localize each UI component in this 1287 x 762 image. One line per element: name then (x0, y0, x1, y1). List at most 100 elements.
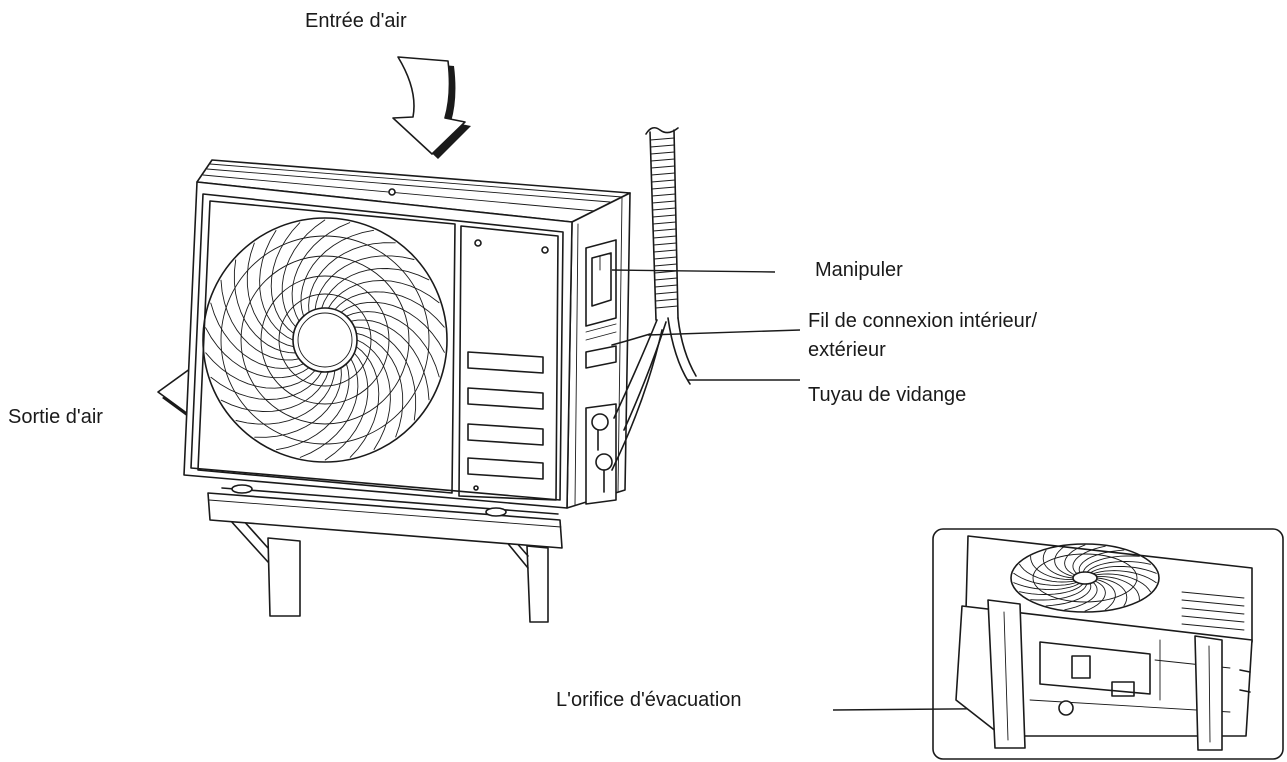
inset-fan (1010, 543, 1160, 613)
label-air-outlet: Sortie d'air (8, 406, 103, 428)
inset-fan-spiral (1013, 572, 1078, 586)
pipe-corrugation (654, 284, 678, 288)
inset-fan-spiral (1096, 575, 1140, 601)
panel-screw (473, 485, 479, 491)
service-valve (591, 413, 609, 431)
inset-fan-spiral (1096, 577, 1128, 607)
pipe-corrugation (650, 151, 675, 155)
inset-fan-hub (1072, 571, 1098, 585)
panel-screw (474, 239, 482, 247)
fan-grille (202, 217, 448, 463)
pipe-corrugation (652, 214, 677, 218)
inset-fan-spiral (1089, 565, 1157, 574)
label-connection-wire-line2: extérieur (808, 339, 886, 361)
inset-fan-spiral (1045, 582, 1092, 607)
fan-grille-spiral (281, 219, 326, 328)
inset-left-foot (987, 599, 1026, 749)
drain-hole (1058, 700, 1074, 716)
fan-grille-spiral (254, 367, 342, 438)
pipe-corrugation (654, 298, 679, 302)
handle-detail (585, 255, 617, 341)
fan-grille-spiral (356, 339, 391, 450)
panel-screw (541, 246, 549, 254)
inset-fan-spiral (1064, 581, 1098, 611)
vent-slot (467, 351, 544, 374)
label-drain-hose: Tuyau de vidange (808, 384, 967, 406)
label-drain-hole: L'orifice d'évacuation (556, 689, 742, 711)
inset-underside-view (932, 528, 1284, 760)
fan-grille-spiral (300, 229, 375, 317)
fan-grille-spiral (314, 255, 415, 311)
pipe-corrugation (654, 277, 678, 281)
pipe-corrugation (650, 144, 675, 148)
fan-grille-spiral (233, 259, 297, 354)
fan-grille-spiral (259, 230, 294, 341)
inset-fan-spiral (1064, 544, 1086, 576)
inset-fan-spiral (1082, 555, 1140, 573)
inset-fan-ring (1010, 543, 1160, 613)
fan-grille-spiral (235, 369, 336, 425)
pipe-right-edge (673, 129, 679, 319)
unit-top-screw (388, 188, 396, 196)
fan-grille-spiral (220, 279, 300, 361)
drain-hose-edge (677, 317, 697, 377)
fan-section-frame (197, 200, 456, 494)
fan-grille-spiral (246, 242, 295, 348)
bracket-right-leg (526, 545, 549, 623)
fan-grille-spiral (349, 346, 380, 458)
inset-fan-spiral (1078, 549, 1125, 574)
inset-fan-spiral (1042, 549, 1074, 579)
fan-grille-outer-ring (202, 217, 448, 463)
fan-grille-spiral (299, 358, 359, 458)
handle-cover (585, 239, 617, 327)
fan-grille-spiral (355, 332, 404, 438)
inset-right-foot (1194, 635, 1223, 751)
pipe-corrugation (653, 263, 678, 267)
fan-grille-spiral (210, 302, 305, 369)
fan-grille-spiral (205, 352, 316, 389)
service-valve (595, 453, 613, 471)
inset-frame (932, 528, 1284, 760)
inset-fan-spiral (1072, 545, 1106, 575)
vent-slot (467, 457, 544, 480)
inset-side-fittings (1239, 669, 1251, 693)
inset-fan-spiral (1030, 555, 1074, 581)
leader-line-connection-wire (647, 329, 801, 336)
inset-fan-spiral (1092, 570, 1157, 584)
fan-grille-spiral (270, 222, 301, 334)
fan-grille-spiral (324, 352, 369, 461)
fan-grille-spiral (350, 319, 430, 401)
label-air-inlet: Entrée d'air (305, 10, 407, 32)
pipe-corrugation (651, 193, 676, 197)
pipe-top-cut (645, 126, 679, 135)
pipe-corrugation (651, 179, 676, 183)
inset-fan-spiral (1030, 583, 1088, 601)
leader-line-handle (611, 269, 776, 273)
inset-fan-spiral (1084, 580, 1106, 612)
pipe-corrugation (652, 207, 677, 211)
pipe-corrugation (650, 158, 676, 162)
inset-fan-ring (1032, 553, 1138, 603)
fan-grille-ring (278, 293, 372, 387)
inset-base-plate (955, 605, 1253, 737)
fan-hub-inner (297, 312, 353, 368)
refrigerant-pipe (623, 321, 667, 431)
fan-grille-spiral (353, 326, 417, 421)
inset-left-foot-slot (1003, 611, 1009, 741)
fan-grille-spiral (205, 327, 310, 379)
drain-hose (667, 317, 691, 385)
pipe-corrugation (650, 165, 676, 169)
bracket-left-leg (267, 537, 301, 617)
fan-grille-spiral (291, 222, 351, 322)
air-inlet-arrow (392, 56, 471, 159)
fan-grille-spiral (327, 280, 440, 309)
service-valves (585, 403, 617, 505)
wire-clamp (585, 345, 617, 369)
pipe-left-edge (649, 131, 657, 321)
pipe-corrugation (649, 137, 675, 141)
pipe-corrugation (655, 305, 679, 309)
pipe-corrugation (652, 228, 677, 232)
inset-component (1111, 681, 1135, 697)
inset-component (1071, 655, 1091, 679)
